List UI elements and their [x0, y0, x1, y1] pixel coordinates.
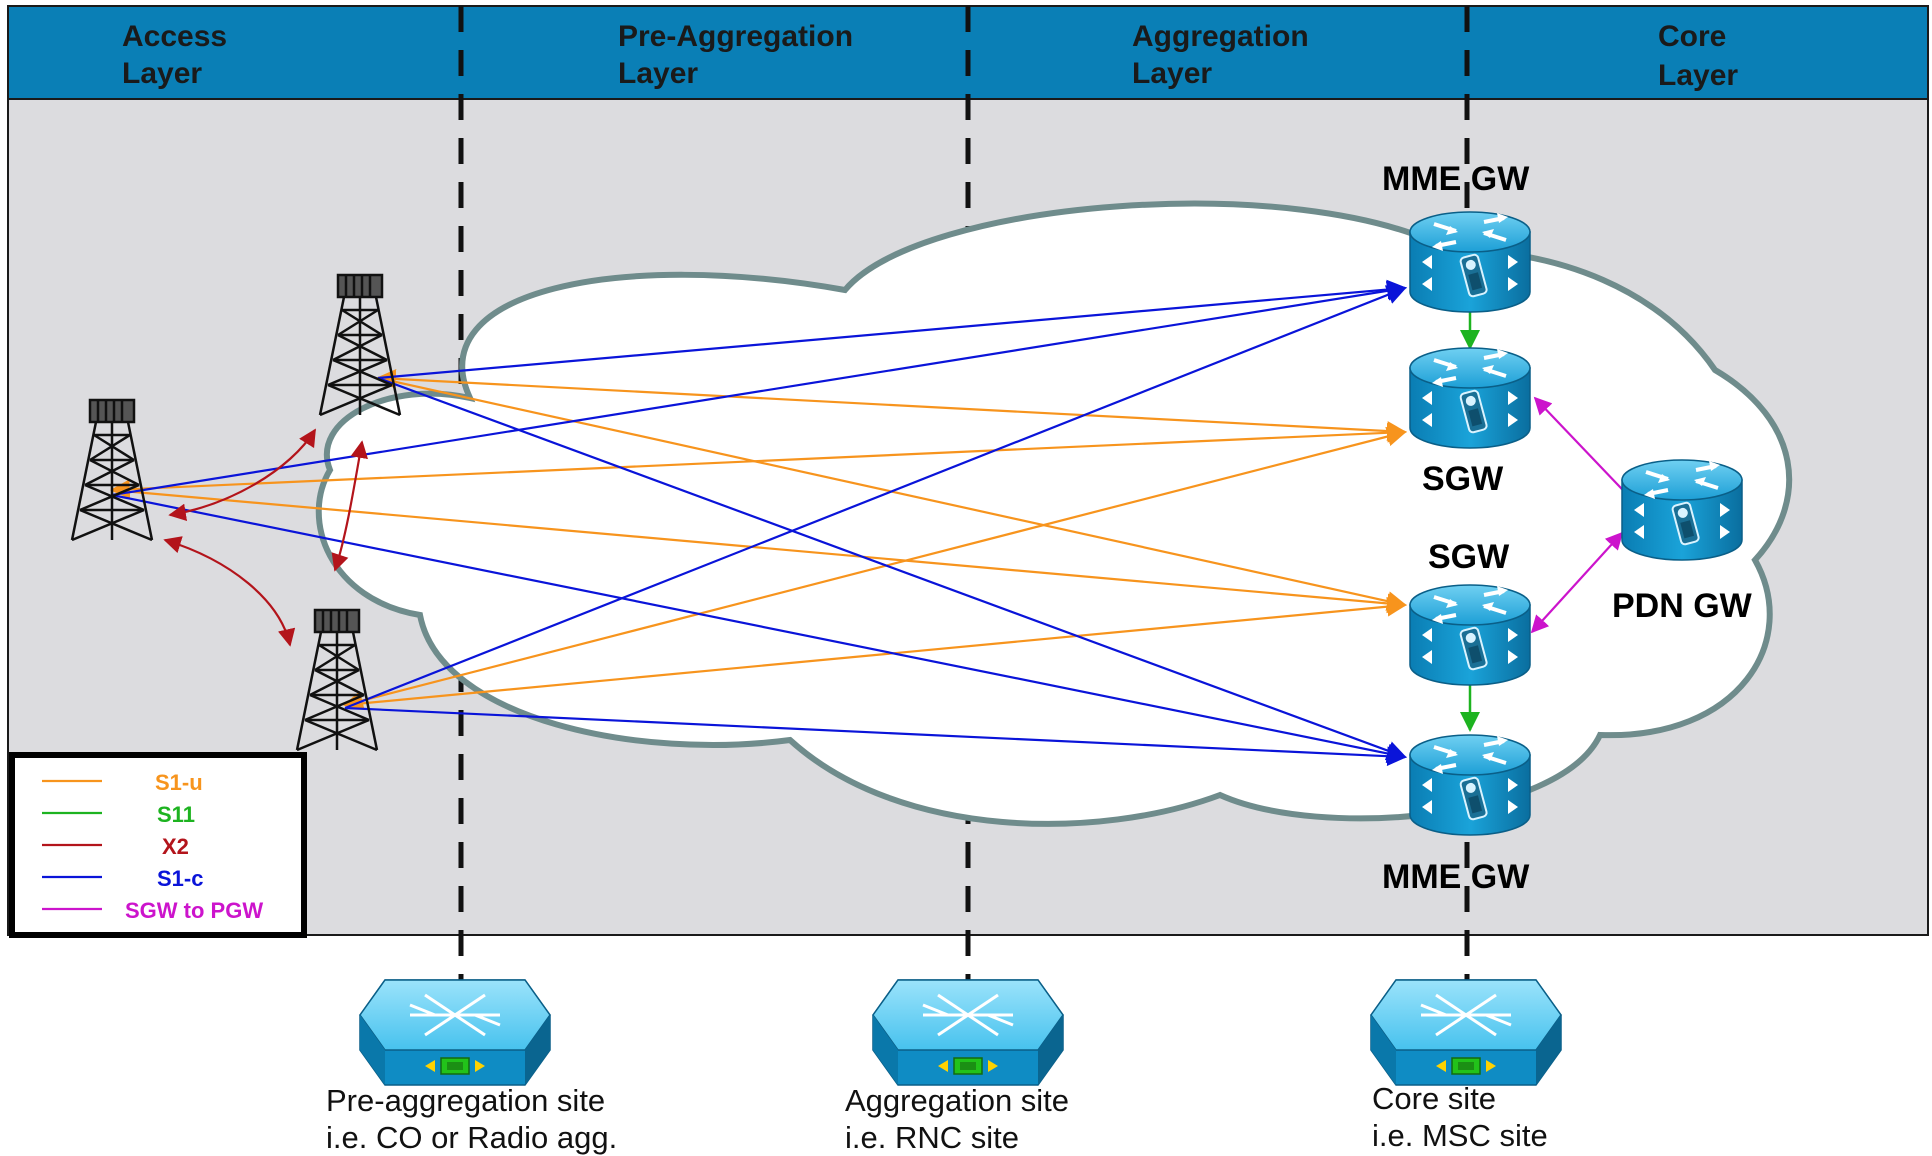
header-access-line1: Access: [122, 20, 227, 53]
header-agg-line1: Aggregation: [1132, 20, 1309, 53]
sgw-bottom-router-icon: [1408, 583, 1532, 687]
label-mme-gw-bottom: MME GW: [1382, 858, 1530, 896]
header-preagg-line1: Pre-Aggregation: [618, 20, 853, 53]
site-agg-line2: i.e. RNC site: [845, 1120, 1019, 1155]
site-preagg-line2: i.e. CO or Radio agg.: [326, 1120, 617, 1155]
legend-s11: S11: [157, 802, 195, 827]
site-core-line2: i.e. MSC site: [1372, 1118, 1548, 1153]
legend: S1-u S11 X2 S1-c SGW to PGW: [9, 752, 307, 938]
label-sgw-bottom: SGW: [1428, 538, 1510, 576]
mme-gw-bottom-router-icon: [1408, 733, 1532, 837]
legend-s1u: S1-u: [155, 770, 203, 795]
header-agg-line2: Layer: [1132, 57, 1212, 90]
pdn-gw-router-icon: [1620, 458, 1744, 562]
site-preagg-line1: Pre-aggregation site: [326, 1083, 605, 1118]
legend-sgw-pgw: SGW to PGW: [125, 898, 263, 923]
site-agg-line1: Aggregation site: [845, 1083, 1069, 1118]
s1c-links: [111, 279, 1407, 767]
legend-s1c: S1-c: [157, 866, 203, 891]
sgw-top-router-icon: [1408, 346, 1532, 450]
label-mme-gw-top: MME GW: [1382, 160, 1530, 198]
header-core-line1: Core: [1658, 20, 1726, 53]
label-pdn-gw: PDN GW: [1612, 587, 1753, 625]
header-access-line2: Layer: [122, 57, 202, 90]
aggregation-site-switch-icon: [871, 978, 1065, 1087]
header-core-line2: Layer: [1658, 59, 1738, 92]
core-site-switch-icon: [1369, 978, 1563, 1087]
label-sgw-top: SGW: [1422, 460, 1504, 498]
x2-links: [163, 428, 368, 647]
legend-x2: X2: [162, 834, 189, 859]
header-preagg-line2: Layer: [618, 57, 698, 90]
site-core-line1: Core site: [1372, 1081, 1496, 1116]
mme-gw-top-router-icon: [1408, 210, 1532, 314]
pre-aggregation-site-switch-icon: [358, 978, 552, 1087]
